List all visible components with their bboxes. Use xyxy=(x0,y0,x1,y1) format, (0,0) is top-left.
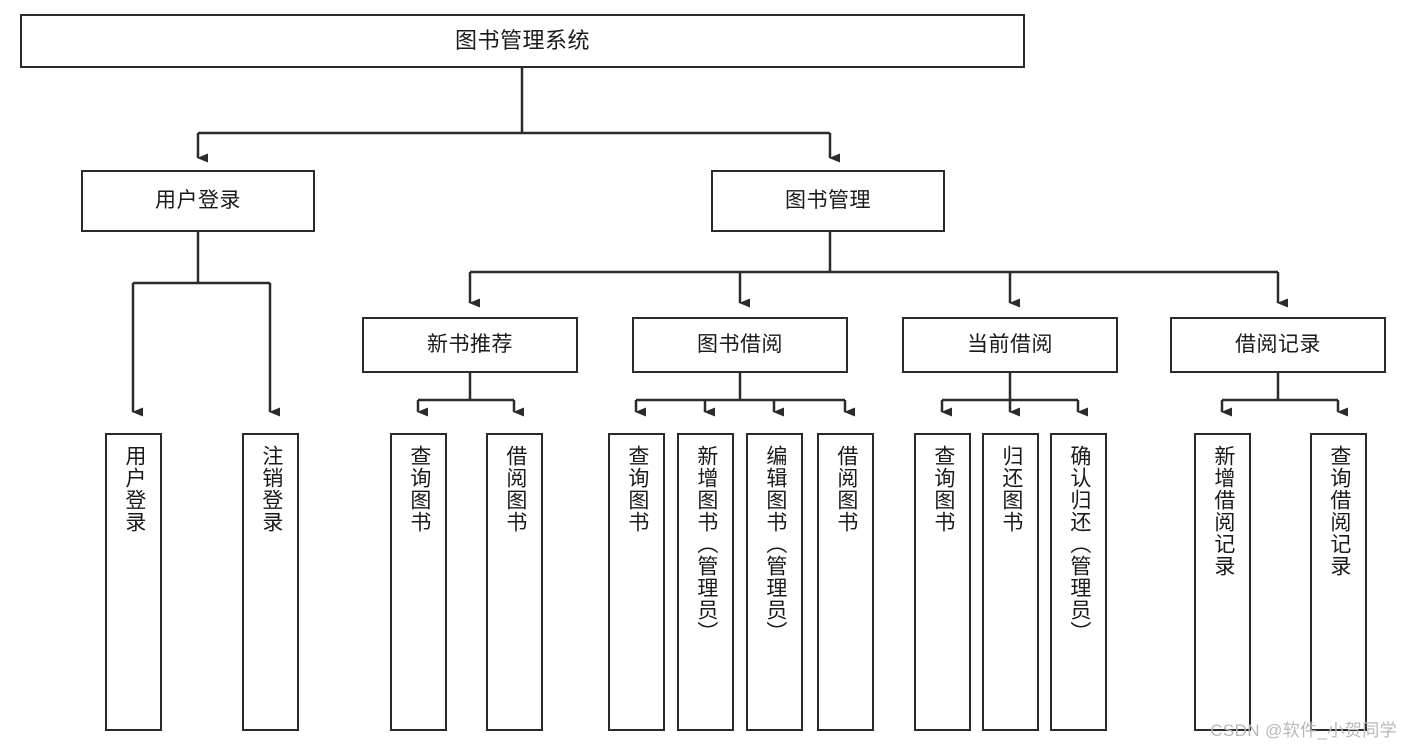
node-leaf-book-borrow-2[interactable]: 编辑图书（管理员） xyxy=(746,433,803,731)
node-leaf-label: 新增借阅记录 xyxy=(1211,445,1235,577)
node-leaf-label: 确认归还（管理员） xyxy=(1067,445,1091,643)
node-leaf-label: 查询借阅记录 xyxy=(1327,445,1351,577)
node-leaf-new-book-recommend-1[interactable]: 借阅图书 xyxy=(486,433,543,731)
node-leaf-label: 归还图书 xyxy=(999,445,1023,533)
node-book-borrow-label: 图书借阅 xyxy=(697,333,783,357)
node-current-borrow-label: 当前借阅 xyxy=(967,333,1053,357)
node-leaf-label: 借阅图书 xyxy=(503,445,527,533)
node-leaf-label: 编辑图书（管理员） xyxy=(763,445,787,643)
csdn-watermark: CSDN @软件_小贺同学 xyxy=(1210,721,1397,740)
node-borrow-record-label: 借阅记录 xyxy=(1235,333,1321,357)
node-borrow-record[interactable]: 借阅记录 xyxy=(1170,317,1386,373)
node-new-book-recommend-label: 新书推荐 xyxy=(427,333,513,357)
node-leaf-current-borrow-0[interactable]: 查询图书 xyxy=(914,433,971,731)
node-leaf-current-borrow-2[interactable]: 确认归还（管理员） xyxy=(1050,433,1107,731)
node-leaf-label: 查询图书 xyxy=(407,445,431,533)
node-current-borrow[interactable]: 当前借阅 xyxy=(902,317,1118,373)
node-leaf-book-borrow-1[interactable]: 新增图书（管理员） xyxy=(677,433,734,731)
node-book-management[interactable]: 图书管理 xyxy=(711,170,945,232)
node-leaf-label: 新增图书（管理员） xyxy=(694,445,718,643)
node-leaf-book-borrow-0[interactable]: 查询图书 xyxy=(608,433,665,731)
node-new-book-recommend[interactable]: 新书推荐 xyxy=(362,317,578,373)
node-leaf-label: 借阅图书 xyxy=(834,445,858,533)
node-root-book-management-system[interactable]: 图书管理系统 xyxy=(20,14,1025,68)
node-leaf-user-login-0[interactable]: 用户登录 xyxy=(105,433,162,731)
node-leaf-label: 用户登录 xyxy=(122,445,146,533)
node-leaf-borrow-record-1[interactable]: 查询借阅记录 xyxy=(1310,433,1367,731)
node-leaf-label: 查询图书 xyxy=(625,445,649,533)
node-root-label: 图书管理系统 xyxy=(454,27,590,53)
node-book-management-label: 图书管理 xyxy=(785,189,871,213)
node-leaf-borrow-record-0[interactable]: 新增借阅记录 xyxy=(1194,433,1251,731)
node-leaf-user-login-1[interactable]: 注销登录 xyxy=(242,433,299,731)
node-book-borrow[interactable]: 图书借阅 xyxy=(632,317,848,373)
node-user-login[interactable]: 用户登录 xyxy=(81,170,315,232)
node-leaf-label: 注销登录 xyxy=(259,445,283,533)
node-user-login-label: 用户登录 xyxy=(155,189,241,213)
node-leaf-book-borrow-3[interactable]: 借阅图书 xyxy=(817,433,874,731)
node-leaf-label: 查询图书 xyxy=(931,445,955,533)
node-leaf-new-book-recommend-0[interactable]: 查询图书 xyxy=(390,433,447,731)
node-leaf-current-borrow-1[interactable]: 归还图书 xyxy=(982,433,1039,731)
